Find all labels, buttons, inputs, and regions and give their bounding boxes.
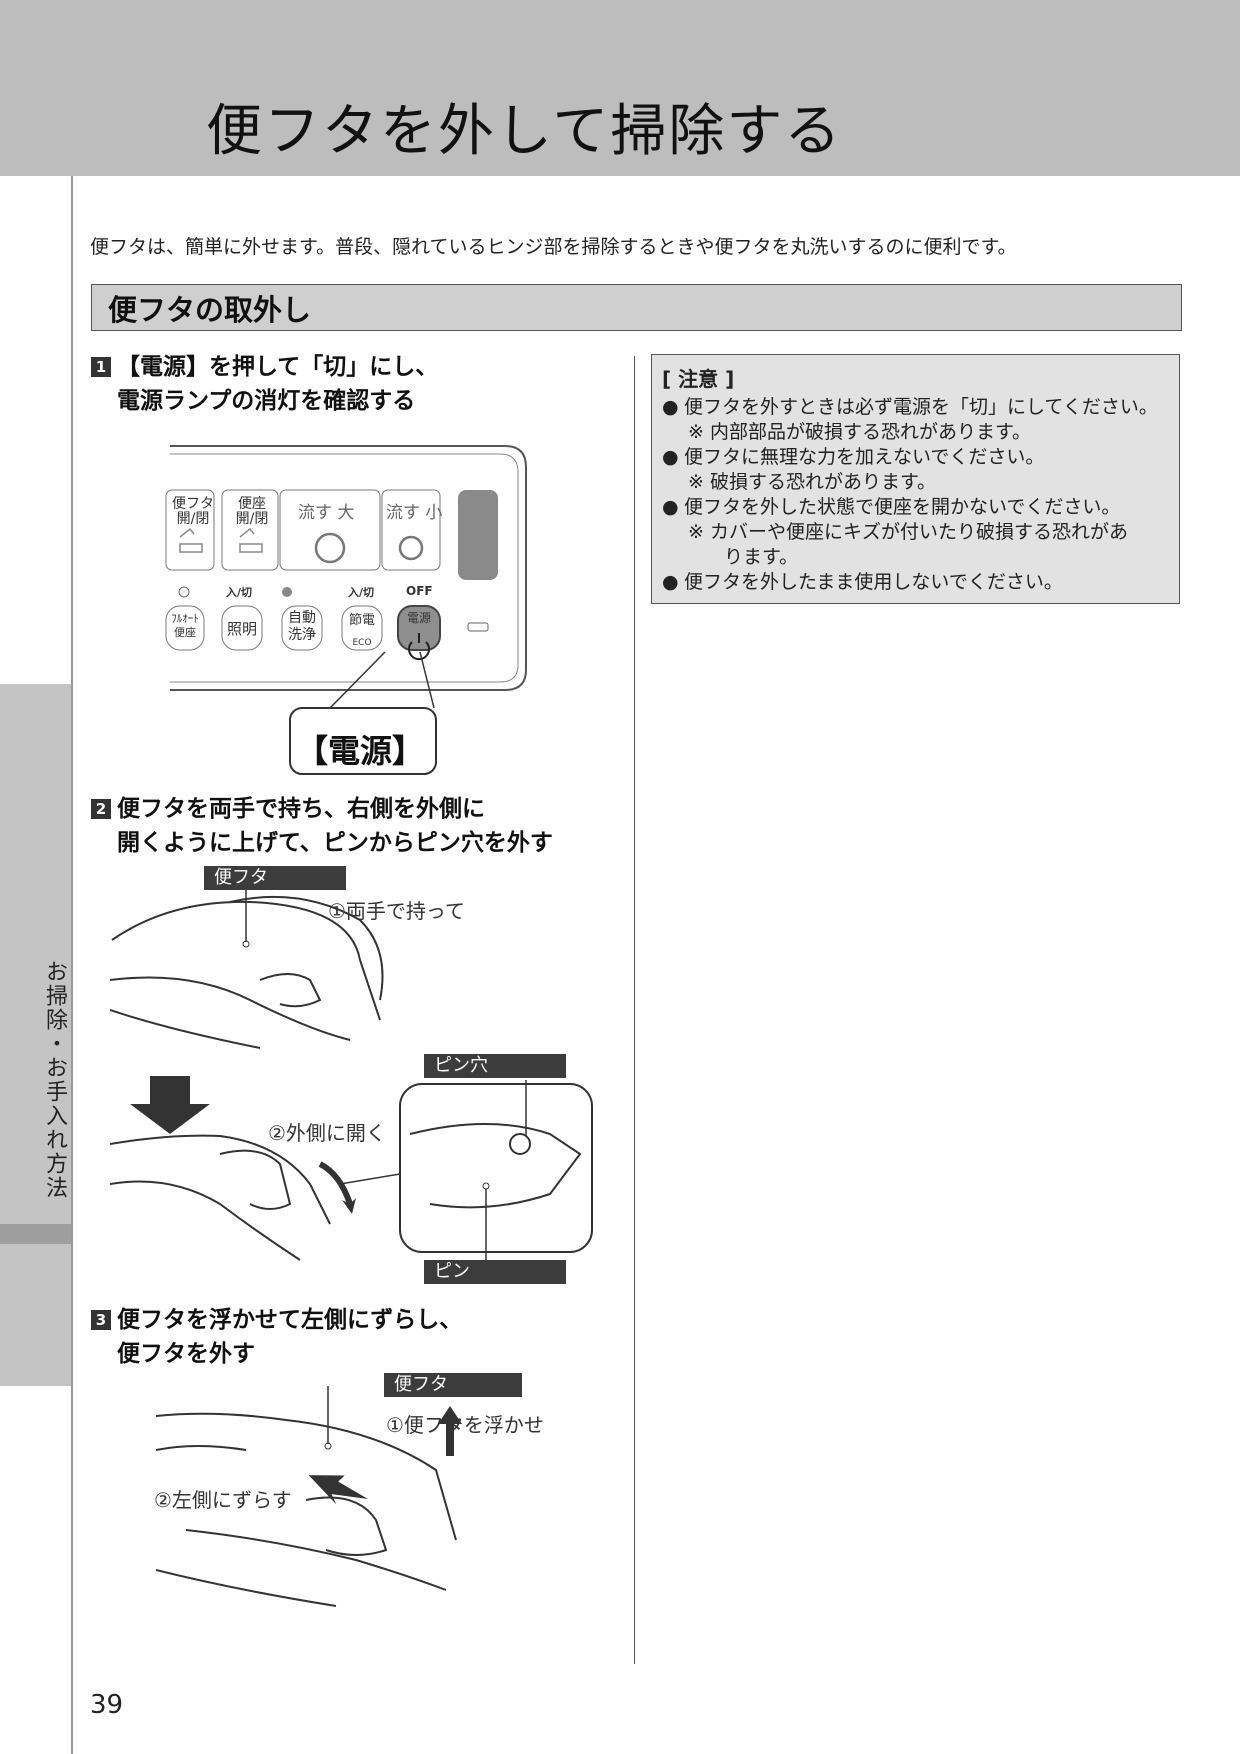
caution-item-4: 便フタを外したまま使用しないでください。 — [662, 570, 1169, 595]
control-panel-illustration — [165, 445, 527, 775]
step-2-line2: 開くように上げて、ピンからピン穴を外す — [117, 830, 553, 856]
page-header: 便フタを外して掃除する — [0, 0, 1240, 176]
caution-note-3-cont: ります。 — [724, 546, 799, 568]
step-1-number: 1 — [91, 357, 111, 377]
section-header: 便フタの取外し — [91, 284, 1182, 331]
caution-heading: [ 注意 ] — [662, 367, 735, 391]
panel-power-button: 電源 — [406, 611, 431, 625]
step-3-number: 3 — [91, 1310, 111, 1330]
panel-flush-big-button: 流す 大 — [298, 503, 355, 523]
panel-auto-wash-button: 自動洗浄 — [288, 610, 316, 643]
annotation-open-outward: ②外側に開く — [268, 1121, 386, 1145]
section-title: 便フタの取外し — [108, 293, 312, 327]
panel-off-label: OFF — [406, 584, 433, 598]
caution-note-2: ※ 破損する恐れがあります。 — [688, 471, 937, 493]
annotation-slide-left: ②左側にずらす — [154, 1488, 292, 1512]
lid-removal-illustration — [156, 1386, 462, 1607]
lid-label-2: 便フタ — [384, 1373, 522, 1397]
panel-lid-button: 便フタ開/閉 — [172, 496, 214, 527]
panel-seat-button: 便座開/閉 — [235, 496, 269, 527]
caution-note-1: ※ 内部部品が破損する恐れがあります。 — [688, 421, 1032, 443]
step-3-line1: 便フタを浮かせて左側にずらし、 — [117, 1307, 463, 1333]
step-1-line2: 電源ランプの消灯を確認する — [117, 388, 416, 414]
intro-text: 便フタは、簡単に外せます。普段、隠れているヒンジ部を掃除するときや便フタを丸洗い… — [90, 236, 1017, 258]
column-divider — [634, 356, 635, 1664]
caution-note-3: ※ カバーや便座にキズが付いたり破損する恐れがあ — [688, 521, 1128, 543]
pin-hole-label: ピン穴 — [424, 1054, 566, 1078]
annotation-both-hands: ①両手で持って — [328, 899, 465, 923]
panel-onoff-label-1: 入/切 — [226, 586, 253, 599]
step-2-number: 2 — [91, 799, 111, 819]
side-tab-marker — [0, 1224, 71, 1244]
lid-label-1: 便フタ — [204, 866, 346, 890]
caution-item-3: 便フタを外した状態で便座を開かないでください。 — [662, 495, 1169, 520]
caution-box: [ 注意 ] 便フタを外すときは必ず電源を「切」にしてください。 ※ 内部部品が… — [651, 354, 1180, 604]
power-callout: 【電源】 — [296, 732, 425, 770]
panel-light-button: 照明 — [226, 620, 257, 638]
side-tab-label: お掃除・お手入れ方法 — [42, 960, 67, 1200]
step-1: 1 【電源】を押して「切」にし、 電源ランプの消灯を確認する — [91, 350, 438, 418]
step-1-line1: 【電源】を押して「切」にし、 — [117, 354, 439, 380]
step-3: 3 便フタを浮かせて左側にずらし、 便フタを外す — [91, 1303, 462, 1371]
panel-full-auto-button: ﾌﾙｵｰﾄ便座 — [171, 612, 199, 639]
panel-onoff-label-2: 入/切 — [348, 586, 375, 599]
page-number: 39 — [90, 1690, 124, 1720]
step-2: 2 便フタを両手で持ち、右側を外側に 開くように上げて、ピンからピン穴を外す — [91, 792, 553, 860]
caution-item-2: 便フタに無理な力を加えないでください。 — [662, 445, 1169, 470]
left-margin-rule — [71, 176, 73, 1754]
caution-item-1: 便フタを外すときは必ず電源を「切」にしてください。 — [662, 395, 1169, 420]
side-tab — [0, 684, 71, 1386]
step-3-line2: 便フタを外す — [117, 1341, 255, 1367]
annotation-lift: ①便フタを浮かせ — [386, 1413, 544, 1437]
lid-opening-illustration — [110, 1076, 593, 1264]
page-title: 便フタを外して掃除する — [206, 99, 843, 164]
step-2-line1: 便フタを両手で持ち、右側を外側に — [117, 796, 485, 822]
lid-holding-illustration — [110, 890, 384, 1049]
pin-label: ピン — [424, 1260, 566, 1284]
panel-flush-small-button: 流す 小 — [386, 503, 443, 523]
